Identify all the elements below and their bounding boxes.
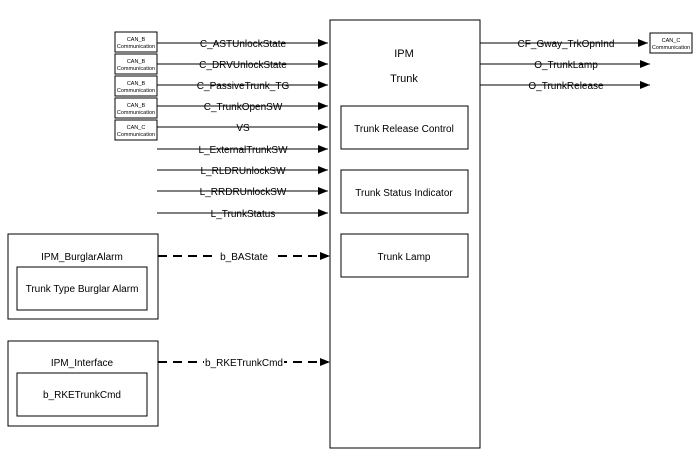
output-signal-label: O_TrunkLamp [534,60,598,71]
input-signal-label: C_TrunkOpenSW [204,102,283,113]
can-box-line2: Communication [117,110,155,116]
interface-inner-label: b_RKETrunkCmd [43,390,121,401]
input-signal-label: L_RLDRUnlockSW [200,166,286,177]
can-box-5: CAN_C Communication [114,119,158,141]
output-can-box: CAN_C Communication [649,32,693,54]
can-box-frame [114,75,158,97]
can-box-line1: CAN_B [127,37,146,43]
input-signals: C_ASTUnlockState C_DRVUnlockState C_Pass… [157,39,328,220]
trunk-lamp-label: Trunk Lamp [378,252,431,263]
can-box-line1: CAN_B [127,59,146,65]
interface-inner-box [16,372,148,417]
output-can-box-line2: Communication [652,45,690,51]
can-box-2: CAN_B Communication [114,53,158,75]
output-can-box-line1: CAN_C [662,38,681,44]
trunk-status-indicator-label: Trunk Status Indicator [355,188,453,199]
can-box-frame [114,97,158,119]
input-signal-label: C_PassiveTrunk_TG [197,81,290,92]
trunk-release-control-label: Trunk Release Control [354,124,454,135]
input-signal-label: C_ASTUnlockState [200,39,287,50]
can-box-line1: CAN_B [127,103,146,109]
trunk-lamp-box [340,233,469,278]
main-block-title: IPM [394,48,414,60]
can-box-line1: CAN_B [127,81,146,87]
burglar-alarm-signal-label: b_BAState [220,252,268,263]
can-box-line2: Communication [117,88,155,94]
trunk-release-control-box [340,105,469,150]
burglar-alarm-inner-box [16,266,148,311]
input-signal-label: L_RRDRUnlockSW [200,187,287,198]
burglar-alarm-module: IPM_BurglarAlarm Trunk Type Burglar Alar… [7,233,330,320]
input-signal-label: L_ExternalTrunkSW [198,145,288,156]
interface-signal-label: b_RKETrunkCmd [205,358,283,369]
output-can-box-frame [649,32,693,54]
trunk-status-indicator-box [340,169,469,214]
label-mask [204,356,284,368]
can-box-line2: Communication [117,44,155,50]
burglar-alarm-arrowhead [320,252,330,260]
input-signal-label: L_TrunkStatus [211,209,276,220]
output-signals: CF_Gway_TrkOpnInd O_TrunkLamp O_TrunkRel… [480,39,650,92]
can-box-4: CAN_B Communication [114,97,158,119]
input-signal-label: VS [236,123,250,134]
main-block-subtitle: Trunk [390,73,418,85]
can-box-1: CAN_B Communication [114,31,158,53]
burglar-alarm-inner-label: Trunk Type Burglar Alarm [26,284,139,295]
input-signal-label: C_DRVUnlockState [199,60,287,71]
label-mask [215,250,275,262]
burglar-alarm-title: IPM_BurglarAlarm [41,252,123,263]
can-box-line2: Communication [117,132,155,138]
output-signal-label: O_TrunkRelease [528,81,604,92]
ipm-trunk-block: IPM Trunk Trunk Release Control Trunk St… [329,19,481,449]
can-box-frame [114,119,158,141]
interface-title: IPM_Interface [51,358,114,369]
interface-arrowhead [320,358,330,366]
can-box-frame [114,31,158,53]
can-box-3: CAN_B Communication [114,75,158,97]
output-signal-label: CF_Gway_TrkOpnInd [518,39,615,50]
can-box-line2: Communication [117,66,155,72]
interface-module: IPM_Interface b_RKETrunkCmd b_RKETrunkCm… [7,340,330,427]
can-box-line1: CAN_C [127,125,146,131]
